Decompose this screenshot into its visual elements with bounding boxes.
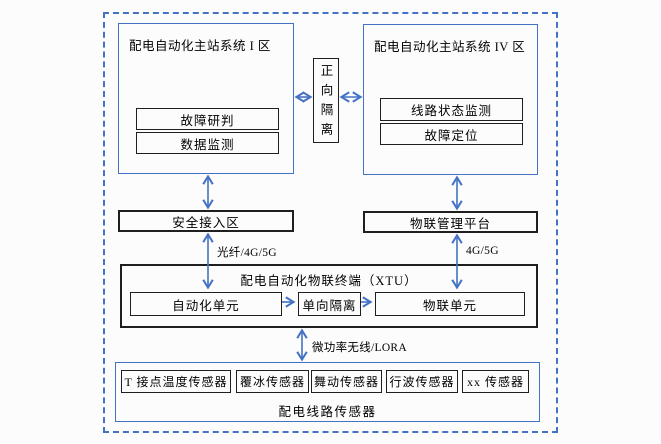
data-monitoring-box: 数据监测 bbox=[136, 132, 279, 154]
iot-unit-box: 物联单元 bbox=[375, 292, 525, 316]
sensor-galloping: 舞动传感器 bbox=[311, 370, 382, 393]
zone4-master-station-box: 配电自动化主站系统 IV 区 线路状态监测 故障定位 bbox=[363, 24, 538, 175]
forward-isolation-box: 正向隔离 bbox=[313, 58, 339, 143]
sensor-traveling-wave: 行波传感器 bbox=[386, 370, 458, 393]
sensor-xx: xx 传感器 bbox=[462, 370, 529, 393]
sensor-t-joint-temperature: T 接点温度传感器 bbox=[121, 370, 231, 393]
fault-location-box: 故障定位 bbox=[380, 123, 523, 145]
xtu-title: 配电自动化物联终端（XTU） bbox=[240, 274, 418, 288]
link-label-4g5g: 4G/5G bbox=[466, 245, 499, 257]
xtu-terminal-box: 配电自动化物联终端（XTU） 自动化单元 单向隔离 物联单元 bbox=[120, 264, 538, 328]
iot-management-platform-box: 物联管理平台 bbox=[363, 211, 538, 233]
system-boundary-dashed bbox=[103, 12, 558, 433]
line-sensors-title: 配电线路传感器 bbox=[278, 405, 377, 419]
link-label-lora: 微功率无线/LORA bbox=[312, 342, 407, 354]
fault-analysis-box: 故障研判 bbox=[136, 108, 279, 130]
line-status-monitoring-box: 线路状态监测 bbox=[380, 98, 523, 121]
zone4-title: 配电自动化主站系统 IV 区 bbox=[374, 40, 526, 54]
link-label-fiber: 光纤/4G/5G bbox=[217, 247, 277, 259]
zone1-master-station-box: 配电自动化主站系统 I 区 故障研判 数据监测 bbox=[118, 23, 294, 174]
line-sensors-container: T 接点温度传感器 覆冰传感器 舞动传感器 行波传感器 xx 传感器 配电线路传… bbox=[115, 362, 540, 422]
secure-access-zone-box: 安全接入区 bbox=[118, 210, 294, 232]
one-way-isolation-box: 单向隔离 bbox=[298, 292, 361, 316]
automation-unit-box: 自动化单元 bbox=[130, 292, 282, 316]
zone1-title: 配电自动化主站系统 I 区 bbox=[129, 39, 271, 53]
sensor-icing: 覆冰传感器 bbox=[236, 370, 309, 393]
